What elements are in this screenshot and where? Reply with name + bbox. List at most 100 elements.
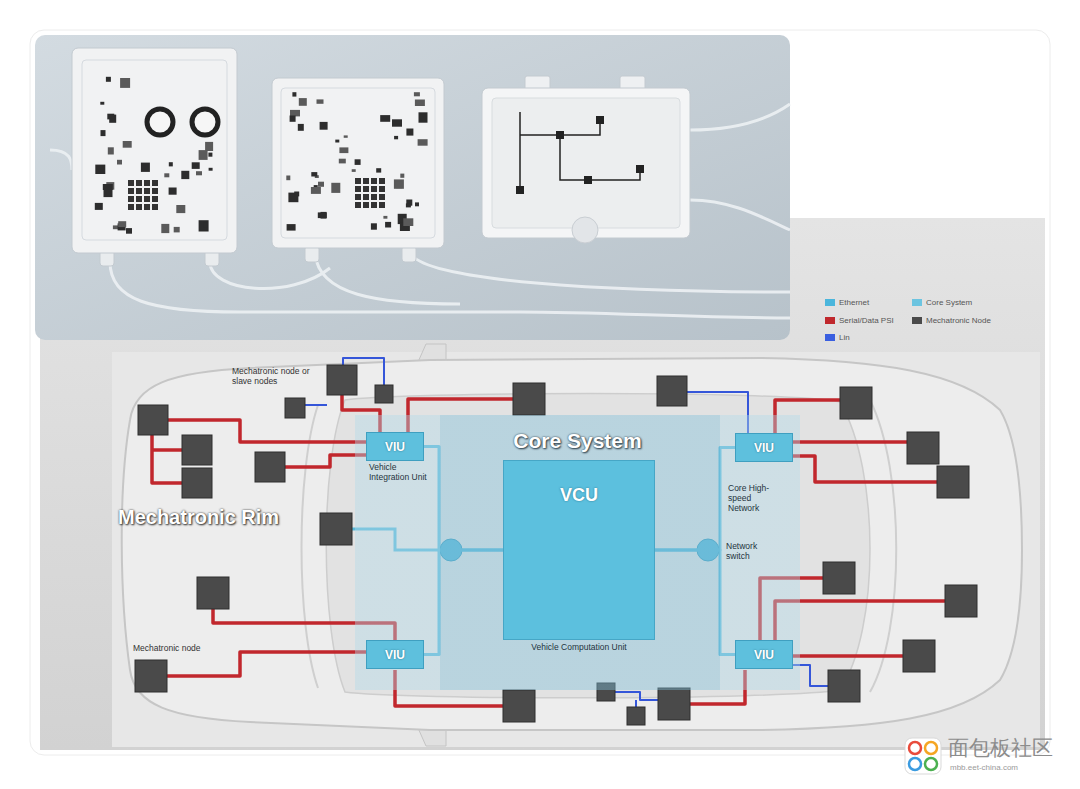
ecu-housing [584,176,592,184]
watermark-logo [905,738,941,774]
annotation-label: Core High-speed Network [728,484,784,513]
smd-part [383,216,387,219]
legend-row: Core System [912,298,972,307]
smd-part [294,192,299,197]
smd-part [339,147,348,153]
chip-pad [128,196,134,202]
smd-part [181,171,189,179]
ecu-housing [516,186,524,194]
chip-pad [363,202,369,208]
vcu-box: VCUVehicle Computation Unit [503,460,655,640]
mechatronic-node [945,585,977,617]
viu-box: VIUVehicle Integration Unit [366,432,424,461]
chip-pad [379,178,385,184]
background [112,352,1040,747]
mechatronic-node [657,376,687,406]
ecu-housing [572,217,598,243]
mechatronic-node [375,385,393,403]
cooling-tube [210,262,330,289]
legend-text: Serial/Data PSI [839,316,894,325]
background [30,30,1050,755]
chip-pad [379,202,385,208]
chip-pad [363,194,369,200]
serial-data-wire [152,435,182,483]
mechatronic-node [823,562,855,594]
chip-pad [144,180,150,186]
ecu-housing [556,131,564,139]
ecu-housing [192,109,218,135]
mechatronic-node [182,435,212,465]
serial-data-wire [285,455,366,467]
serial-data-wire [792,440,907,444]
lin-wire [635,700,637,707]
cooling-tube [315,250,460,304]
smd-part [320,122,328,130]
smd-part [418,139,428,146]
viu-title: VIU [385,440,405,454]
legend-swatch [825,299,835,306]
car-body [870,400,896,692]
smd-part [290,110,300,117]
smd-part [355,159,361,165]
ecu-housing [72,48,690,266]
smd-part [400,174,404,178]
chip-pad [136,188,142,194]
smd-part [380,115,390,122]
ecu-housing [82,60,227,240]
smd-part [376,168,381,172]
viu-box: VIU [366,640,424,669]
smd-part [371,223,377,229]
smd-part [106,77,111,82]
serial-data-wire [152,395,945,706]
smd-part [299,98,307,106]
ecu-housing [72,48,237,253]
smd-part [311,187,321,194]
smd-part [311,172,317,176]
smd-part [321,212,327,219]
smd-part [317,99,324,103]
smd-part [199,220,209,231]
viu-title: VIU [754,648,774,662]
mechatronic-node [182,468,212,498]
smd-part [318,182,324,187]
chip-pad [379,194,385,200]
smd-part [126,228,132,234]
smd-part [394,136,398,139]
smd-part [117,160,122,165]
legend-swatch [912,317,922,324]
smd-part [176,205,185,213]
mechatronic-node [135,365,977,725]
smd-part [331,183,340,193]
ecu-housing [520,112,640,190]
smd-part [199,150,208,160]
smd-part [287,224,296,231]
lin-wire [305,358,828,707]
watermark-logo [925,742,937,754]
chip-pad [152,180,158,186]
car-body [326,394,870,698]
smd-part [286,176,290,181]
legend-row: Serial/Data PSI [825,316,894,325]
smd-part [174,227,180,233]
lin-wire [305,404,327,406]
lin-wire [615,692,658,700]
smd-part [204,223,208,228]
smd-part [169,188,177,195]
smd-part [292,92,296,96]
ecu-housing [272,78,444,248]
smd-part [209,168,213,171]
cooling-tube [690,200,790,230]
mechatronic-node [327,365,357,395]
mechatronic-node [197,577,229,609]
smd-part [118,221,126,227]
viu-box: VIU [735,433,793,462]
chip-pad [355,194,361,200]
mechatronic-node [513,383,545,415]
smd-part [107,114,114,120]
smd-part [406,203,411,207]
smd-part [95,203,103,210]
chip-pad [371,194,377,200]
smd-part [100,102,104,105]
chip-pad [152,196,158,202]
